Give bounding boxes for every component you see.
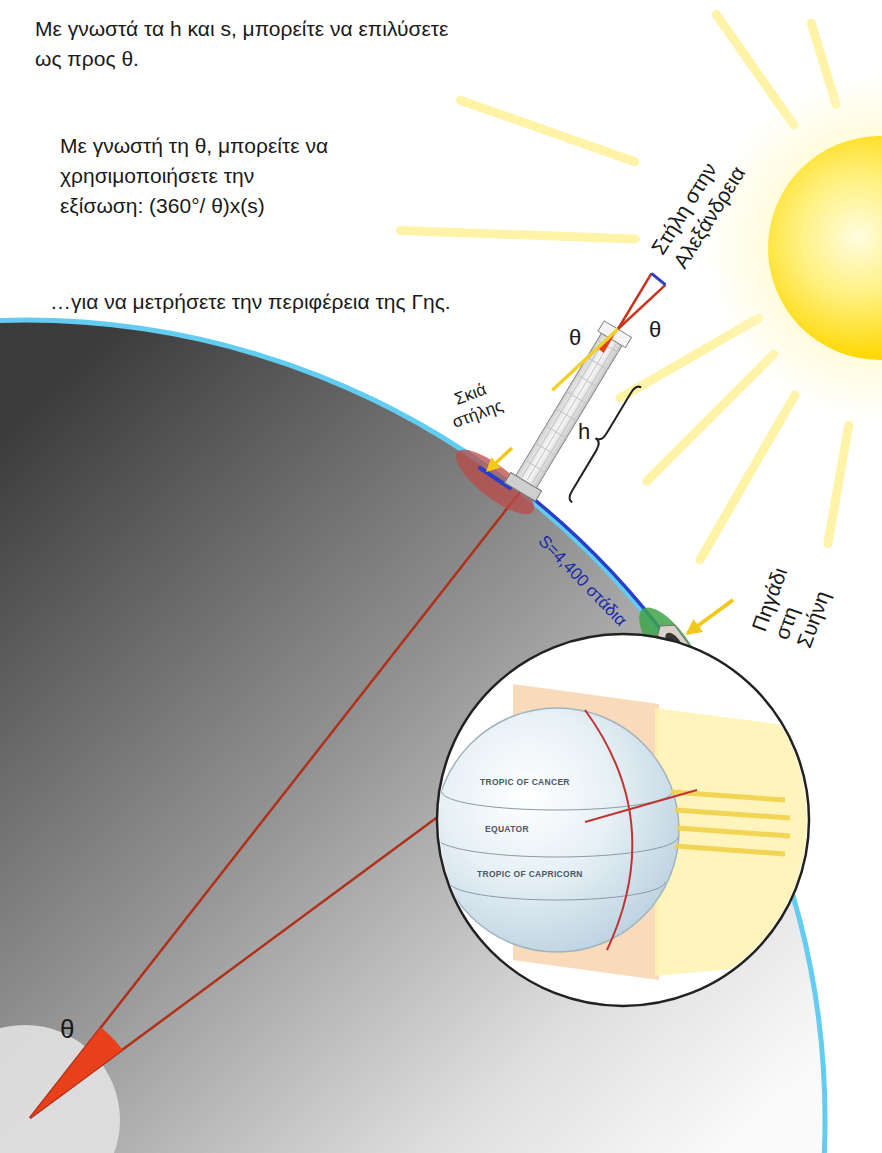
tropic-label: TROPIC OF CANCER [480, 777, 570, 787]
shadow-label: Σκιά στήλης [432, 372, 516, 437]
column [505, 320, 661, 518]
inset-globe [435, 634, 809, 1006]
tropic-label: TROPIC OF CAPRICORN [477, 869, 583, 879]
sun-glow [705, 73, 882, 423]
inset-border [437, 634, 809, 1006]
formula-note: Με γνωστή τη θ, μπορείτε να χρησιμοποιήσ… [60, 131, 330, 221]
inset-radius [585, 790, 697, 822]
well-label: Πηγάδι στη Συήνη [747, 549, 843, 651]
meridian-line [585, 710, 632, 950]
sun-ray [401, 230, 636, 239]
angle-symbol: θ [60, 1013, 74, 1047]
inset-outline [435, 632, 811, 1008]
angle-bar [652, 273, 666, 285]
conclusion-note: …για να μετρήσετε την περιφέρεια της Γης… [50, 287, 451, 317]
sun-ray [828, 425, 849, 543]
sun-ray-arrow [688, 600, 733, 633]
sun-ray-arrow [488, 448, 512, 470]
column-shaft [516, 333, 622, 488]
sun-ray [460, 100, 634, 161]
shadow-line [480, 468, 510, 488]
angle-symbol: θ [649, 316, 661, 345]
sun [768, 136, 882, 360]
earth [0, 320, 825, 1153]
height-brace [561, 381, 641, 503]
inset-circle: TROPIC OF CANCER EQUATOR TROPIC OF CAPRICO… [435, 632, 811, 1008]
globe [435, 708, 679, 952]
angle-symbol: θ [569, 324, 581, 353]
inset-rays [671, 792, 790, 854]
equator-line [436, 837, 678, 857]
centre-angle [30, 1028, 123, 1119]
equator-label: EQUATOR [485, 824, 529, 834]
instruction-note: Με γνωστά τα h και s, μπορείτε να επιλύσ… [35, 14, 480, 74]
sun-ray-line [552, 329, 618, 390]
sun-ray [700, 395, 795, 560]
height-symbol: h [578, 418, 590, 447]
radius-line [30, 782, 485, 1118]
tropic-line [449, 882, 665, 900]
column-flutes [517, 335, 621, 486]
